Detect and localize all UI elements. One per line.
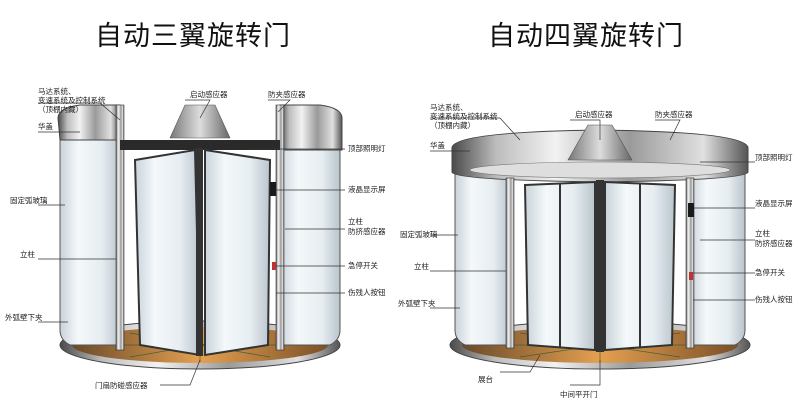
right-label-outer-wall-clamp: 外弧壁下夹: [398, 298, 436, 308]
three-wing-title: 自动三翼旋转门: [95, 21, 291, 52]
right-label-emergency: 急停开关: [755, 267, 785, 277]
right-label-canopy: 华盖: [430, 140, 445, 150]
right-label-hidden: （顶棚内藏）: [430, 120, 475, 130]
left-label-disabled-btn: 伤残人按钮: [348, 287, 386, 297]
four-wing-title: 自动四翼旋转门: [488, 21, 684, 52]
left-pillar-left: [115, 104, 125, 351]
right-lcd: [688, 203, 694, 217]
left-fixed-glass-right: [279, 117, 341, 346]
right-label-pillar-left: 立柱: [414, 261, 429, 271]
right-pillar-right: [685, 177, 695, 349]
right-wings: [523, 180, 677, 352]
right-center-shaft: [596, 180, 604, 352]
left-label-outer-wall-clamp: 外弧壁下夹: [5, 312, 43, 322]
left-label-start-sensor: 启动感应器: [190, 89, 228, 99]
right-pillar-left: [505, 177, 515, 349]
left-label-motor: 马达系统、: [38, 86, 76, 96]
left-label-lcd: 液晶显示屏: [348, 184, 386, 194]
right-label-lcd: 液晶显示屏: [755, 198, 793, 208]
left-label-anti-squeeze: 防挤感应器: [348, 226, 386, 236]
left-emergency-btn[interactable]: [272, 262, 276, 270]
right-label-middle-door: 中间平开门: [560, 389, 598, 399]
left-label-pillar-left: 立柱: [20, 249, 35, 259]
left-label-emergency: 急停开关: [348, 260, 378, 270]
right-label-fixed-glass: 固定弧玻璃: [400, 229, 438, 239]
left-label-lines: [38, 99, 345, 386]
right-label-top-light: 顶部照明灯: [755, 152, 793, 162]
left-fixed-glass-left: [59, 117, 121, 346]
left-start-sensor-cone: [169, 104, 231, 139]
right-start-sensor-cone: [567, 124, 633, 161]
left-label-leaf-sensor: 门扇防碰感应器: [95, 380, 148, 390]
right-label-speed: 变速系统及控制系统: [430, 111, 498, 121]
left-center-shaft: [196, 148, 203, 356]
right-label-disabled-btn: 伤残人按钮: [755, 294, 793, 304]
three-wing-door: [57, 104, 343, 370]
left-label-top-light: 顶部照明灯: [348, 143, 386, 153]
left-top-frame: [120, 140, 280, 150]
left-lcd: [270, 182, 276, 196]
left-label-hidden: （顶棚内藏）: [38, 104, 83, 114]
right-label-anti-pinch: 防夹感应器: [655, 109, 693, 119]
left-pillar-right: [275, 104, 285, 351]
four-wing-door: [449, 124, 751, 370]
right-label-lines: [430, 117, 755, 386]
right-label-anti-squeeze: 防挤感应器: [755, 238, 793, 248]
left-label-column-right: 立柱: [348, 216, 363, 226]
left-label-canopy: 华盖: [38, 121, 53, 131]
right-label-column-right: 立柱: [755, 228, 770, 238]
right-label-motor: 马达系统、: [430, 102, 468, 112]
right-label-wing: 展台: [478, 374, 493, 384]
left-label-fixed-glass: 固定弧玻璃: [10, 195, 48, 205]
left-label-speed: 变速系统及控制系统: [38, 95, 106, 105]
left-label-anti-pinch: 防夹感应器: [268, 89, 306, 99]
left-wings: [133, 148, 272, 357]
right-canopy-inner: [469, 161, 731, 179]
left-canopy-right: [279, 104, 343, 151]
right-label-start-sensor: 启动感应器: [575, 109, 613, 119]
right-emergency-btn[interactable]: [689, 272, 693, 280]
